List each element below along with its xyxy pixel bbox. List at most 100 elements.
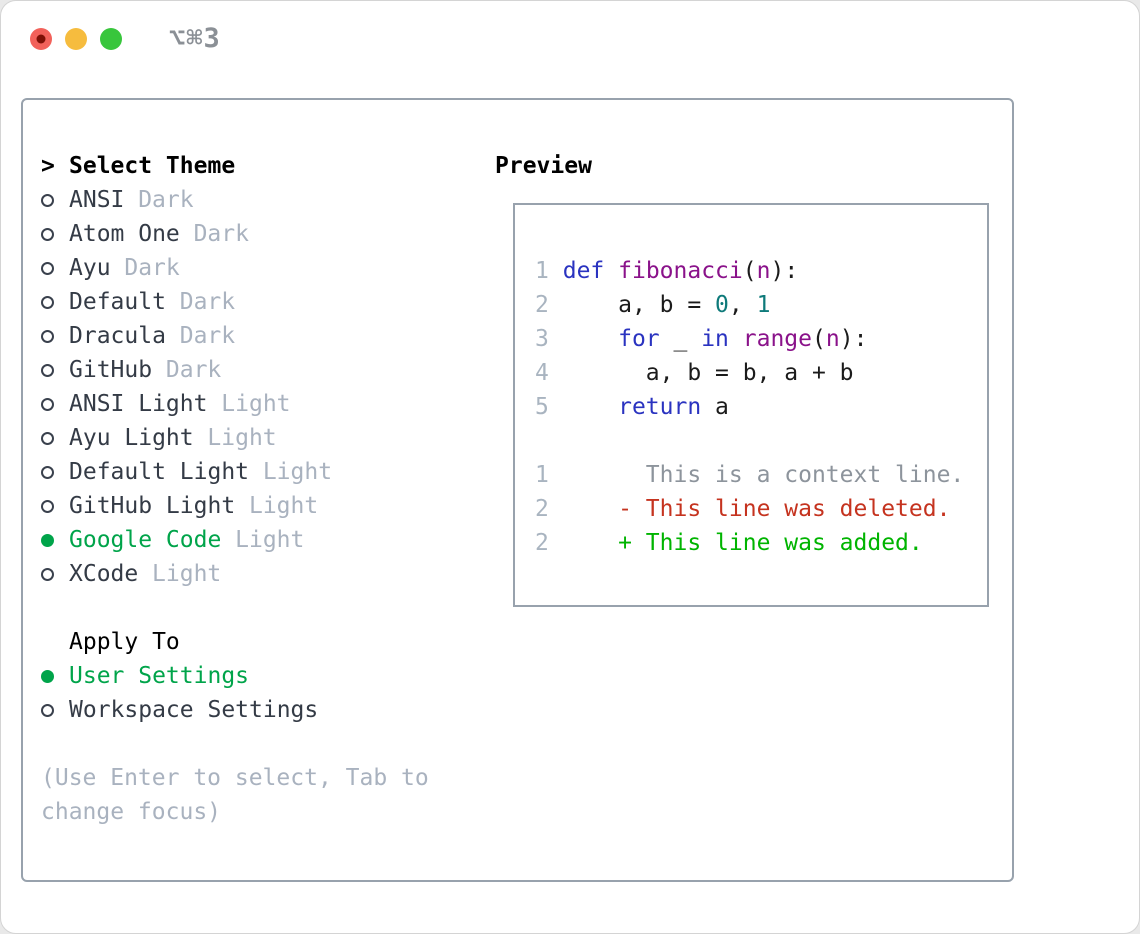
- theme-item[interactable]: GitHub Dark: [41, 353, 465, 387]
- marker-slot: [41, 397, 69, 411]
- radio-icon: [41, 499, 54, 513]
- theme-item[interactable]: Ayu Light Light: [41, 421, 465, 455]
- item-variant-tag: Light: [207, 425, 277, 451]
- code-token-num: 0: [715, 292, 729, 318]
- item-variant-tag: Light: [235, 527, 305, 553]
- theme-item[interactable]: Dracula Dark: [41, 319, 465, 353]
- code-token-fn: n: [756, 258, 771, 284]
- code-token-ln: 5: [535, 394, 549, 420]
- select-theme-header: > Select Theme: [41, 149, 465, 183]
- item-variant-tag: Dark: [138, 187, 194, 213]
- code-token-pl: a, b =: [548, 292, 716, 318]
- item-label: Dracula: [69, 323, 166, 349]
- code-token-ln: 2: [535, 292, 549, 318]
- marker-slot: >: [41, 149, 69, 183]
- radio-icon: [41, 703, 54, 717]
- spacer: [41, 591, 465, 625]
- code-token-ln: 2: [535, 496, 549, 522]
- code-token-kw: in: [701, 326, 729, 352]
- item-label: Ayu: [69, 255, 111, 281]
- radio-icon: [41, 193, 54, 207]
- item-variant-tag: Dark: [165, 357, 222, 383]
- marker-slot: [41, 227, 69, 241]
- radio-selected-icon: [41, 669, 54, 683]
- item-label: GitHub: [69, 357, 153, 383]
- radio-selected-icon: [41, 533, 54, 547]
- code-token-kw: for: [618, 326, 660, 352]
- preview-line: 2 + This line was added.: [535, 526, 987, 560]
- marker-slot: [41, 465, 69, 479]
- preview-line: 2 a, b = 0, 1: [535, 288, 987, 322]
- item-variant-tag: Light: [152, 561, 222, 587]
- preview-line: 2 - This line was deleted.: [535, 492, 987, 526]
- minimize-button[interactable]: [65, 27, 87, 50]
- code-token-ln: 1: [535, 462, 549, 488]
- radio-icon: [41, 431, 54, 445]
- code-token-ln: 4: [535, 360, 549, 386]
- preview-header: Preview: [495, 153, 592, 179]
- code-token-pl: (: [742, 258, 757, 284]
- marker-slot: [41, 431, 69, 445]
- close-button[interactable]: [30, 27, 52, 50]
- apply-option[interactable]: Workspace Settings: [41, 693, 465, 727]
- code-token-pl: [549, 394, 618, 420]
- code-token-add: + This line was added.: [548, 530, 923, 556]
- apply-to-label: Apply To: [69, 629, 180, 655]
- radio-icon: [41, 465, 54, 479]
- code-token-num: 1: [756, 292, 771, 318]
- radio-icon: [41, 295, 54, 309]
- theme-item[interactable]: XCode Light: [41, 557, 465, 591]
- radio-icon: [41, 363, 54, 377]
- radio-icon: [41, 397, 54, 411]
- window-title: ⌥⌘3: [169, 23, 221, 54]
- item-label: ANSI Light: [69, 391, 208, 417]
- code-token-fn: n: [825, 326, 840, 352]
- code-token-ln: 1: [535, 258, 549, 284]
- radio-icon: [41, 329, 54, 343]
- help-text: (Use Enter to select, Tab to change focu…: [41, 765, 429, 825]
- item-label: Ayu Light: [69, 425, 194, 451]
- item-label: XCode: [69, 561, 139, 587]
- zoom-button[interactable]: [100, 27, 122, 50]
- marker-slot: [41, 703, 69, 717]
- radio-icon: [41, 261, 54, 275]
- code-token-pl: a, b = b, a + b: [548, 360, 854, 386]
- radio-icon: [41, 567, 54, 581]
- code-token-ln: 2: [535, 530, 549, 556]
- preview-line: [535, 424, 987, 458]
- code-token-ctx: This is a context line.: [548, 462, 965, 488]
- marker-slot: [41, 363, 69, 377]
- preview-line: 1 This is a context line.: [535, 458, 987, 492]
- marker-slot: [41, 533, 69, 547]
- code-token-pl: ):: [770, 258, 799, 284]
- apply-to-header: Apply To: [41, 625, 465, 659]
- item-label: Atom One: [69, 221, 180, 247]
- item-label: Default: [69, 289, 166, 315]
- code-token-pl: (: [812, 326, 826, 352]
- chevron-marker-icon: >: [41, 153, 55, 179]
- preview-line: 1 def fibonacci(n):: [535, 254, 987, 288]
- theme-item[interactable]: ANSI Light Light: [41, 387, 465, 421]
- item-variant-tag: Dark: [179, 323, 236, 349]
- item-label: Default Light: [69, 459, 250, 485]
- marker-slot: [41, 193, 69, 207]
- apply-option[interactable]: User Settings: [41, 659, 465, 693]
- item-label: Workspace Settings: [69, 697, 319, 723]
- code-token-pl: ):: [839, 326, 868, 352]
- item-variant-tag: Light: [248, 493, 319, 519]
- item-label: User Settings: [69, 663, 250, 689]
- preview-line: 5 return a: [535, 390, 987, 424]
- item-variant-tag: Light: [221, 391, 291, 417]
